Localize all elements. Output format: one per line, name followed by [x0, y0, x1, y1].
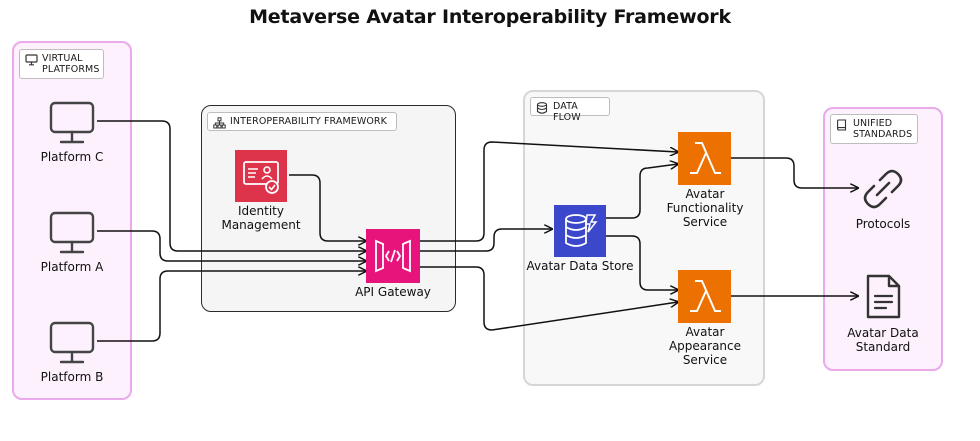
diagram-title: Metaverse Avatar Interoperability Framew…: [249, 6, 731, 28]
avatar-appearance-label: Avatar Appearance Service: [668, 325, 742, 367]
wire-identity-to-gateway: [289, 174, 366, 241]
group-label-interoperability-framework: INTEROPERABILITY FRAMEWORK: [207, 112, 397, 131]
hierarchy-icon: [213, 117, 226, 129]
protocols-label: Protocols: [855, 217, 911, 231]
platform-b-monitor-icon: [49, 321, 95, 364]
document-icon: [866, 274, 901, 319]
book-icon: [837, 119, 847, 131]
database-icon: [536, 102, 548, 114]
protocols-link-icon: [863, 169, 903, 209]
identity-management-icon: [235, 150, 287, 202]
platform-a-monitor-icon: [49, 211, 95, 254]
api-gateway-label: API Gateway: [355, 285, 431, 299]
wire-platform-b-to-gateway: [97, 271, 366, 342]
platform-b-label: Platform B: [40, 370, 104, 384]
wire-platform-c-to-gateway: [97, 120, 366, 251]
group-label-data-flow: DATA FLOW: [530, 97, 610, 123]
api-gateway-icon: [366, 229, 420, 283]
group-label-virtual-platforms: VIRTUAL PLATFORMS: [19, 49, 104, 79]
avatar-data-store-icon: [554, 205, 606, 257]
wire-datastore-to-appearance: [606, 235, 678, 290]
platform-c-label: Platform C: [40, 150, 104, 164]
wire-datastore-to-functionality: [606, 164, 678, 219]
avatar-data-store-label: Avatar Data Store: [526, 259, 634, 273]
avatar-data-standard-label: Avatar Data Standard: [847, 326, 919, 354]
platform-a-label: Platform A: [40, 260, 104, 274]
wire-gateway-to-datastore: [420, 229, 552, 252]
avatar-functionality-label: Avatar Functionality Service: [666, 187, 744, 229]
wire-gateway-to-appearance: [420, 266, 678, 331]
group-label-unified-standards: UNIFIED STANDARDS: [830, 114, 918, 144]
avatar-appearance-lambda-icon: [678, 270, 731, 323]
wire-functionality-to-protocols: [731, 157, 858, 188]
identity-management-label: Identity Management: [221, 204, 301, 232]
wire-gateway-to-functionality: [420, 141, 678, 242]
wire-platform-a-to-gateway: [97, 230, 366, 261]
group-unified-standards: [823, 107, 943, 371]
monitor-icon: [25, 54, 38, 66]
platform-c-monitor-icon: [49, 101, 95, 144]
group-virtual-platforms: [12, 41, 132, 400]
avatar-functionality-lambda-icon: [678, 132, 731, 185]
